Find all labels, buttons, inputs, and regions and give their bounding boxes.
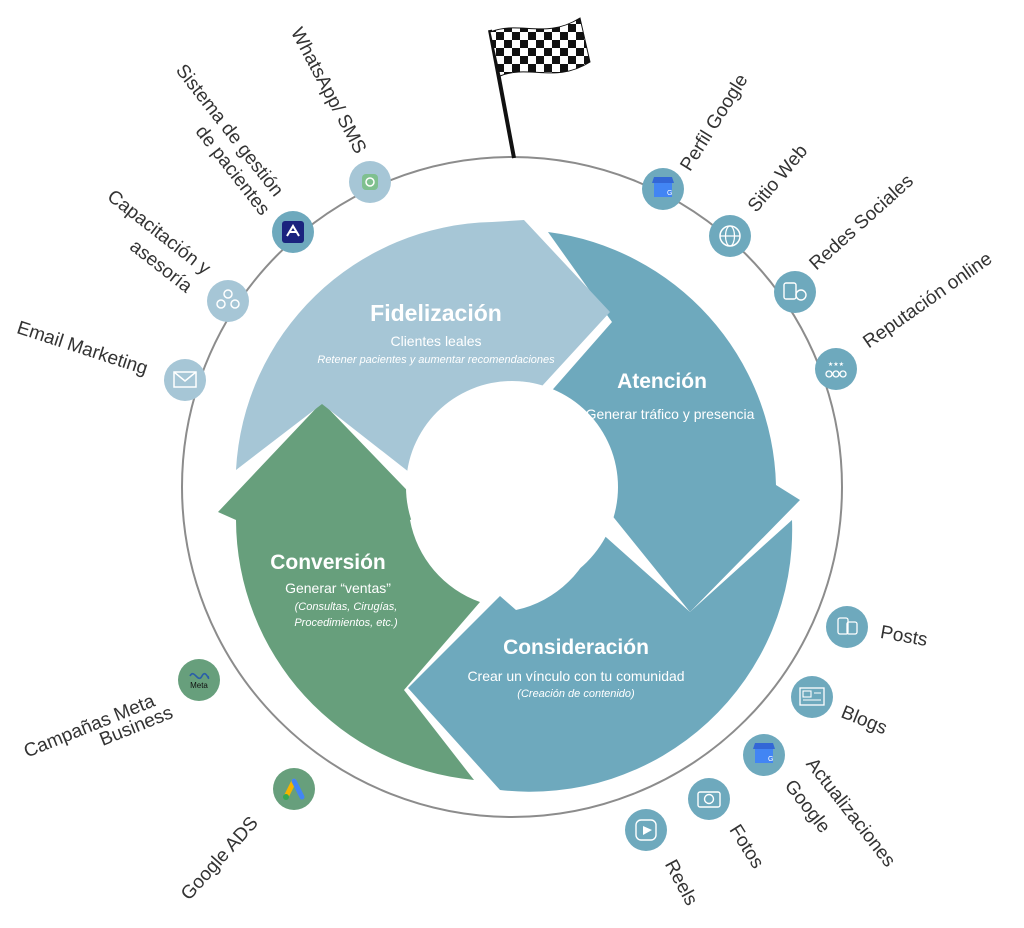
conversion-note-line1: (Consultas, Cirugías, (294, 601, 398, 613)
reels-icon (625, 809, 667, 851)
conversion-note-line2: Procedimientos, etc.) (294, 617, 398, 629)
channel-icons: Meta G ★★★ (164, 161, 868, 851)
posts-icon (826, 606, 868, 648)
google-ads-icon (273, 768, 315, 810)
meta-icon: Meta (178, 659, 220, 701)
social-icon (774, 271, 816, 313)
consideracion-note: (Creación de contenido) (517, 688, 635, 700)
svg-text:G: G (768, 756, 773, 763)
blog-icon (791, 676, 833, 718)
cycle-arrows (218, 220, 800, 792)
fidelizacion-title: Fidelización (370, 300, 502, 326)
globe-icon (709, 215, 751, 257)
camera-icon (688, 778, 730, 820)
conversion-arrow (218, 402, 480, 780)
meta-badge: Meta (190, 681, 208, 690)
consideracion-arrow (408, 520, 793, 792)
conversion-subtitle: Generar “ventas” (285, 580, 391, 596)
consulting-icon (207, 280, 249, 322)
fidelizacion-note: Retener pacientes y aumentar recomendaci… (317, 354, 555, 366)
google-updates-icon: G (743, 734, 785, 776)
consideracion-subtitle: Crear un vínculo con tu comunidad (467, 668, 685, 684)
consideracion-title: Consideración (503, 636, 649, 659)
atencion-arrow (540, 232, 800, 612)
svg-text:★★★: ★★★ (828, 361, 844, 368)
fidelizacion-subtitle: Clientes leales (390, 333, 482, 349)
svg-text:G: G (667, 190, 672, 197)
atencion-subtitle: Generar tráfico y presencia (585, 406, 755, 422)
fidelizacion-arrow (236, 220, 610, 476)
mail-icon (164, 359, 206, 401)
flag-icon (488, 17, 591, 159)
whatsapp-icon (349, 161, 391, 203)
cycle-center (406, 381, 618, 593)
atencion-title: Atención (617, 370, 707, 393)
reputation-icon: ★★★ (815, 348, 857, 390)
conversion-title: Conversión (270, 551, 386, 574)
google-business-icon: G (642, 168, 684, 210)
patient-system-icon (272, 211, 314, 253)
